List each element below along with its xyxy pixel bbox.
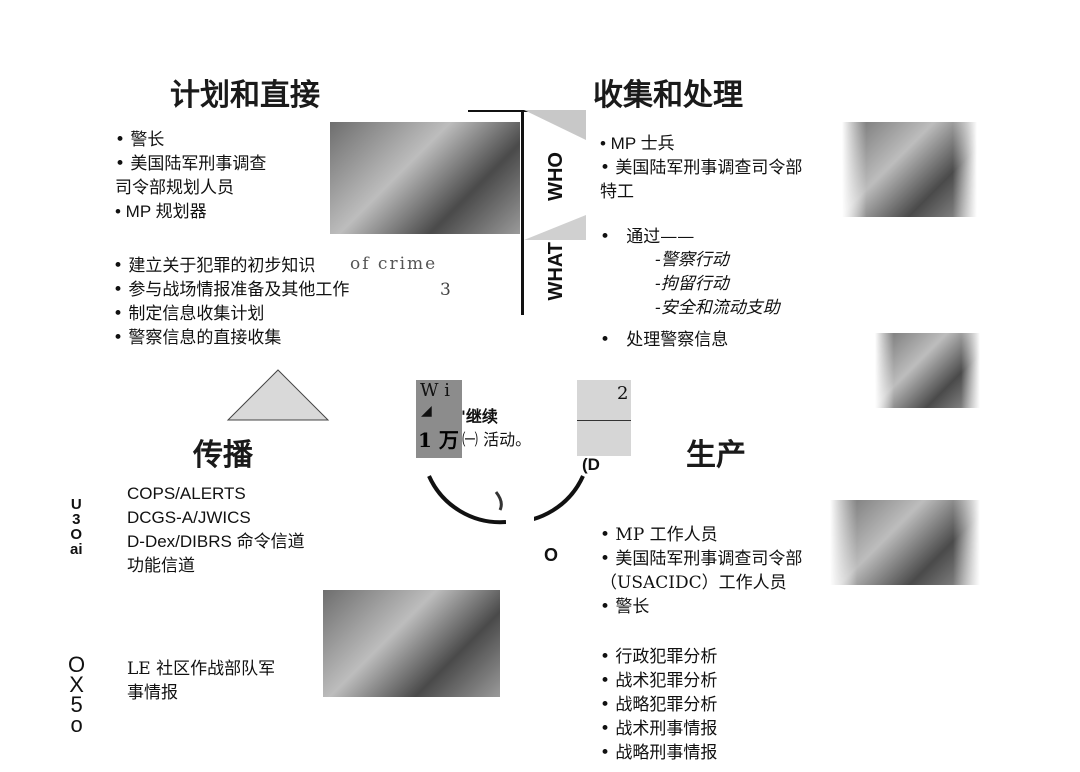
list-item: 事情报 [127, 681, 275, 705]
collect-process-item: • 处理警察信息 [600, 325, 728, 350]
ghost-text-crime: of crime [350, 254, 437, 274]
list-item: • 警长 [115, 128, 266, 152]
side-code-char: O [70, 527, 83, 542]
list-item: -拘留行动 [655, 272, 780, 296]
plan-what-list: • 建立关于犯罪的初步知识 • 参与战场情报准备及其他工作 • 制定信息收集计划… [113, 254, 349, 350]
plan-direct-title: 计划和直接 [170, 70, 320, 114]
list-item: • MP 规划器 [115, 200, 266, 224]
list-item: -警察行动 [655, 248, 780, 272]
center-right-box-rule [577, 420, 631, 421]
collect-via-list: -警察行动 -拘留行动 -安全和流动支助 [655, 248, 780, 320]
who-axis-label: WHO [545, 152, 568, 201]
list-item: 特工 [600, 180, 802, 204]
list-item: • MP 士兵 [600, 132, 802, 156]
center-text-line1: '继续 [461, 403, 498, 427]
plan-who-list: • 警长 • 美国陆军刑事调查 司令部规划人员 • MP 规划器 [115, 128, 266, 224]
list-item: • 战略犯罪分析 [600, 693, 717, 717]
collect-who-list: • MP 士兵 • 美国陆军刑事调查司令部 特工 [600, 132, 802, 204]
list-item: • 参与战场情报准备及其他工作 [113, 278, 349, 302]
side-code-upper: U 3 O ai [70, 497, 83, 557]
list-item: • 警长 [600, 595, 802, 619]
produce-who-list: • MP 工作人员 • 美国陆军刑事调查司令部 （USACIDC）工作人员 • … [600, 523, 802, 619]
side-code-lower: O X 5 o [68, 655, 85, 735]
list-item: COPS/ALERTS [127, 482, 305, 506]
list-item: • 制定信息收集计划 [113, 302, 349, 326]
what-arrow-head [524, 215, 586, 240]
side-code-char: ai [70, 542, 83, 557]
dissemination-systems-list: COPS/ALERTS DCGS-A/JWICS D-Dex/DIBRS 命令信… [127, 482, 305, 578]
side-code-char: U [70, 497, 83, 512]
cycle-arrow-left [226, 368, 330, 423]
center-text-line2: ㈠ 活动。 [462, 426, 531, 450]
list-item: • 建立关于犯罪的初步知识 [113, 254, 349, 278]
list-item: -安全和流动支助 [655, 296, 780, 320]
list-item: LE 社区作战部队军 [127, 657, 275, 681]
collect-via-label: • 通过—— [600, 222, 694, 247]
list-item: DCGS-A/JWICS [127, 506, 305, 530]
list-item: • MP 工作人员 [600, 523, 802, 547]
collect-process-title: 收集和处理 [593, 70, 743, 114]
center-right-box-number: 2 [617, 383, 628, 404]
soldiers-planning-photo [330, 122, 520, 234]
patrol-photo [875, 333, 980, 408]
o-label: O [544, 545, 558, 566]
disseminate-title: 传播 [193, 430, 253, 474]
list-item: • 战略刑事情报 [600, 741, 717, 765]
side-code-char: o [68, 715, 85, 735]
analysts-photo [842, 122, 977, 217]
produce-analysis-list: • 行政犯罪分析 • 战术犯罪分析 • 战略犯罪分析 • 战术刑事情报 • 战略… [600, 645, 717, 765]
list-item: • 战术刑事情报 [600, 717, 717, 741]
list-item: D-Dex/DIBRS 命令信道 [127, 530, 305, 554]
list-item: • 行政犯罪分析 [600, 645, 717, 669]
list-item: • 美国陆军刑事调查司令部 [600, 547, 802, 571]
center-left-box-mark: ◢ [421, 403, 432, 419]
center-left-box-text2: 1 万 [418, 424, 459, 453]
who-arrow-head [524, 110, 586, 140]
list-item: （USACIDC）工作人员 [600, 571, 802, 595]
list-item: 司令部规划人员 [115, 176, 266, 200]
list-item: • 美国陆军刑事调查司令部 [600, 156, 802, 180]
list-item: 功能信道 [127, 554, 305, 578]
d-label: (D [582, 455, 600, 475]
list-item: • 警察信息的直接收集 [113, 326, 349, 350]
le-community-list: LE 社区作战部队军 事情报 [127, 657, 275, 705]
ghost-text-number: 3 [440, 280, 451, 300]
center-left-box-text1: W i [420, 380, 450, 401]
what-axis-label: WHAT [545, 242, 568, 301]
soldiers-field-photo [323, 590, 500, 697]
staff-computer-photo [830, 500, 980, 585]
list-item: • 美国陆军刑事调查 [115, 152, 266, 176]
produce-title: 生产 [686, 430, 746, 474]
list-item: • 战术犯罪分析 [600, 669, 717, 693]
side-code-char: 3 [70, 512, 83, 527]
